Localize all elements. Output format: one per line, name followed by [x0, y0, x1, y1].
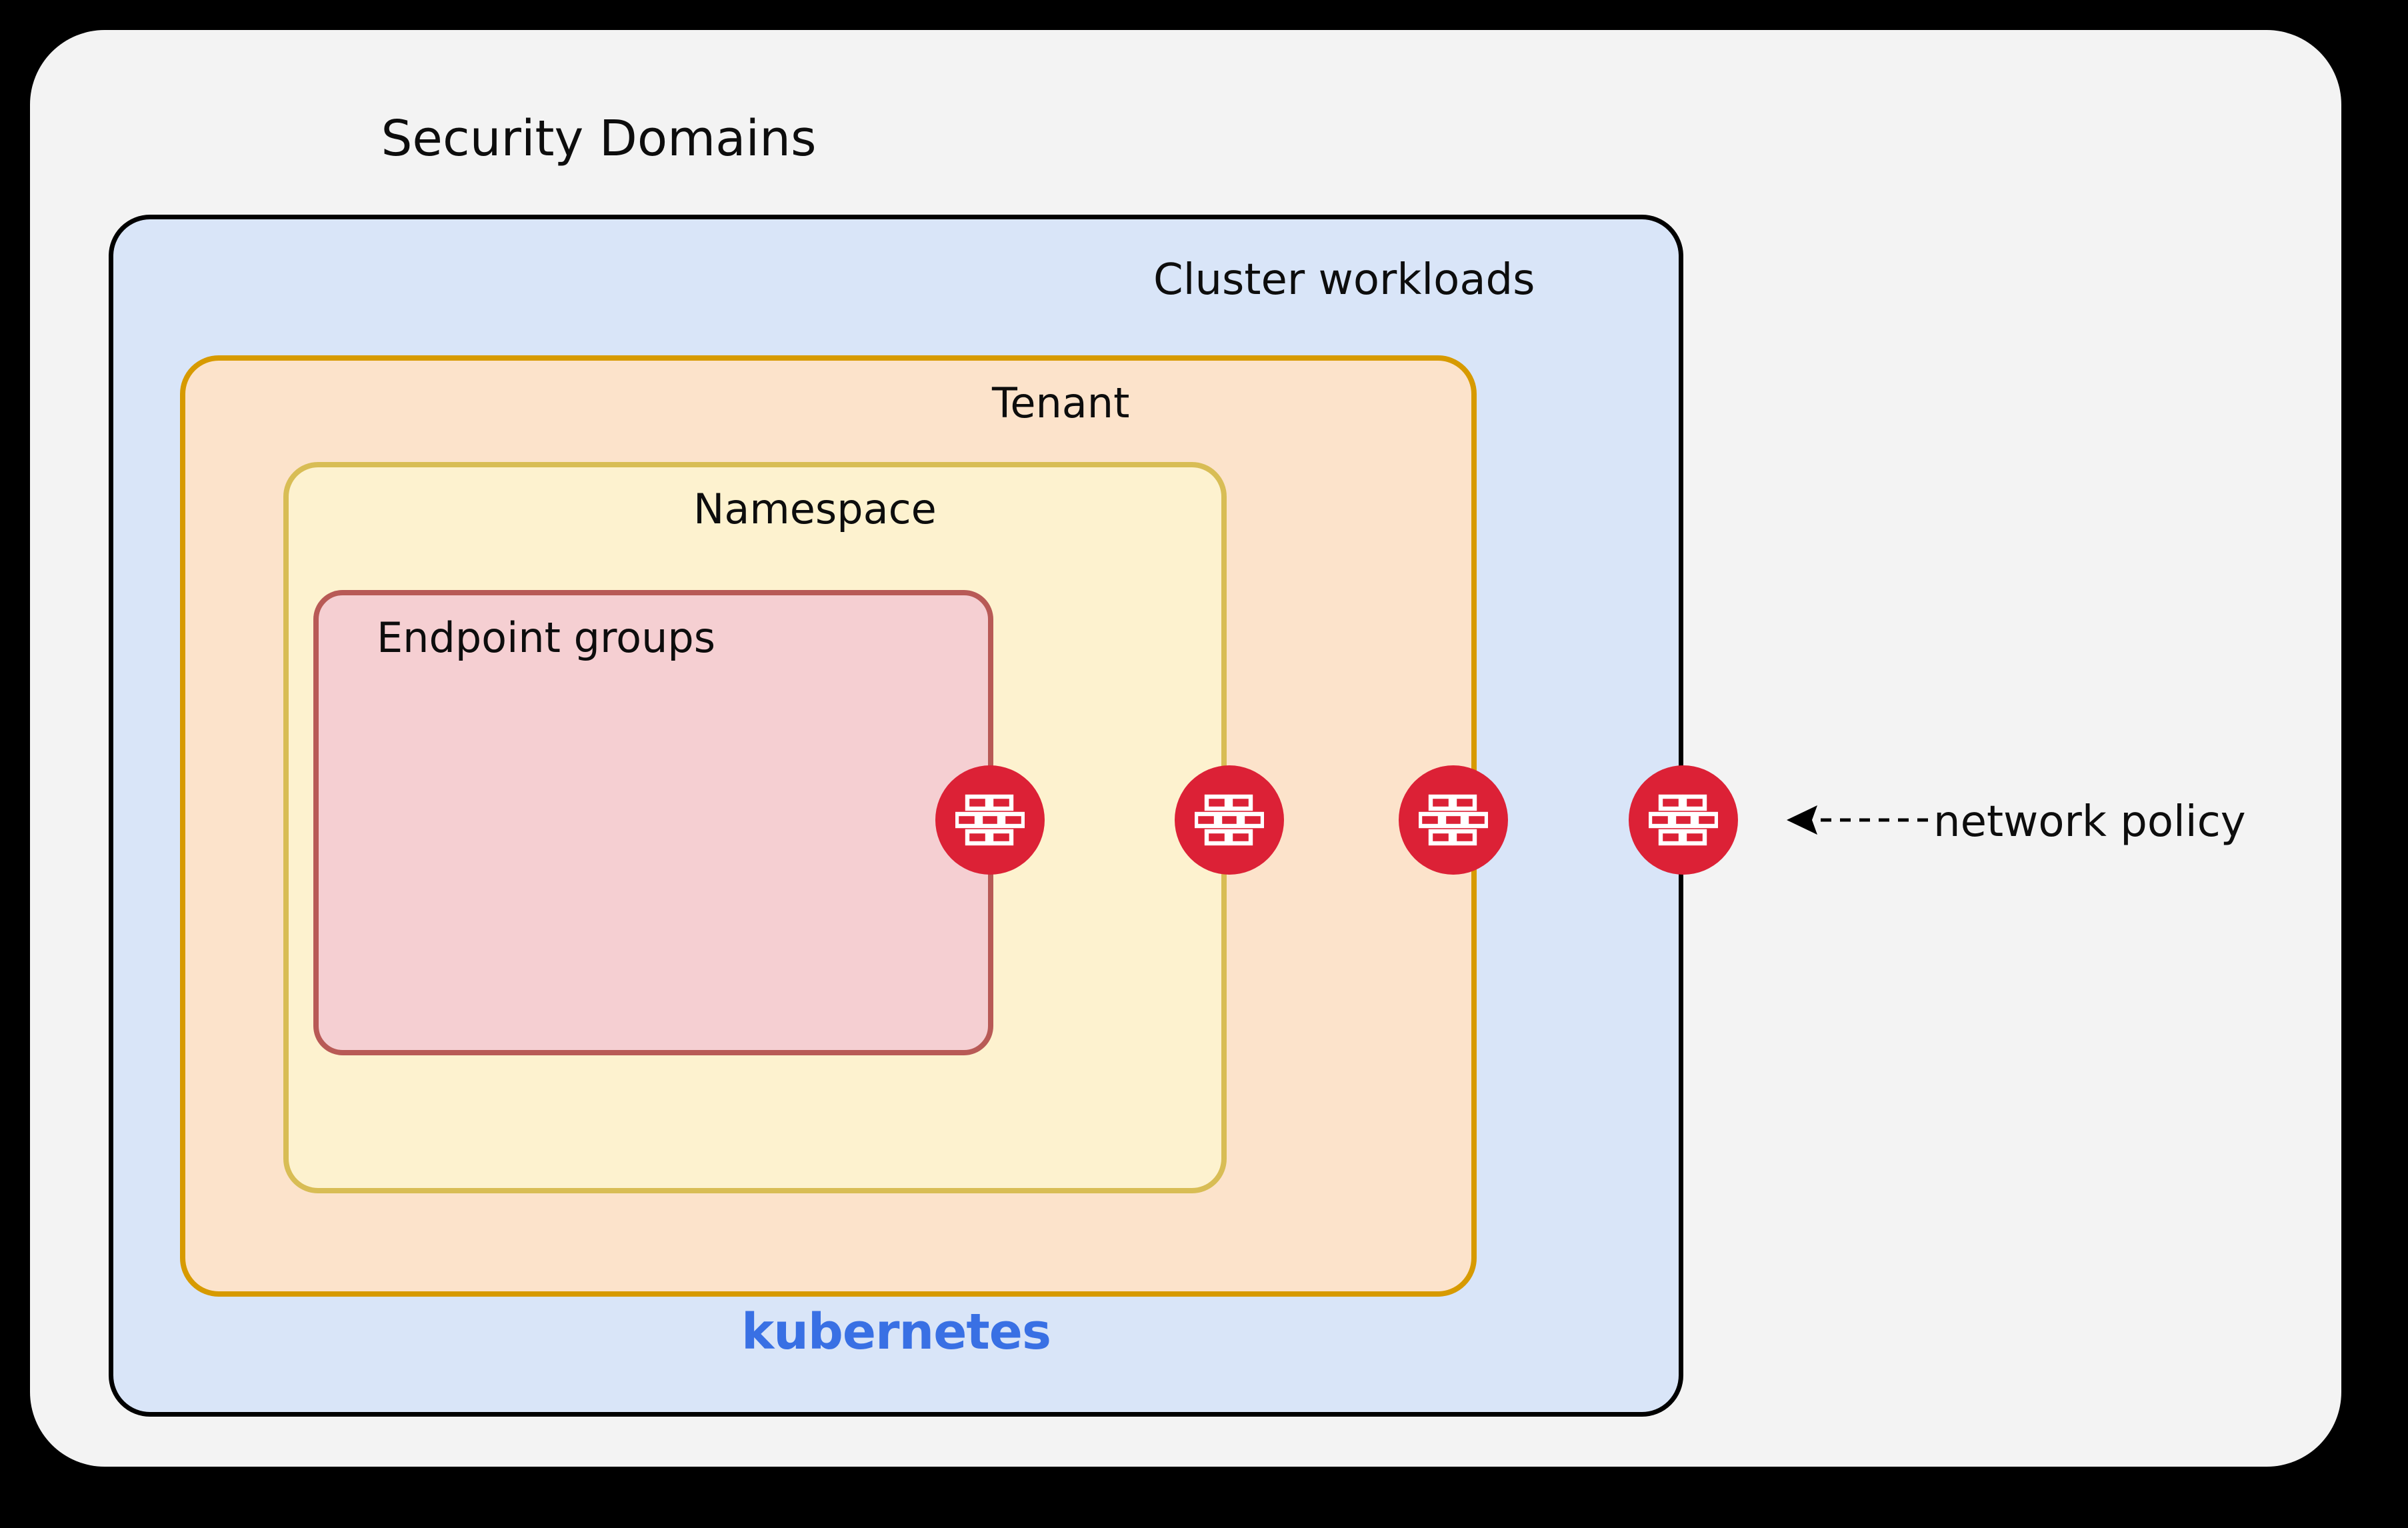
domain-label-namespace: Namespace	[693, 485, 937, 533]
network-policy-label: network policy	[1933, 797, 2246, 847]
firewall-brick-wall-icon	[955, 794, 1025, 846]
domain-label-tenant: Tenant	[992, 379, 1130, 427]
firewall-brick-wall-icon	[1419, 794, 1488, 846]
network-policy-arrow-icon	[1787, 805, 1928, 835]
firewall-icon-tenant-boundary[interactable]	[1399, 765, 1508, 875]
firewall-brick-wall-icon	[1195, 794, 1264, 846]
kubernetes-brand-label: kubernetes	[741, 1303, 1051, 1361]
domain-label-endpoint-groups: Endpoint groups	[377, 613, 716, 662]
domain-box-endpoint-groups	[313, 590, 993, 1055]
diagram-title: Security Domains	[381, 110, 817, 167]
firewall-icon-endpoint-boundary[interactable]	[935, 765, 1045, 875]
firewall-brick-wall-icon	[1649, 794, 1718, 846]
firewall-icon-namespace-boundary[interactable]	[1175, 765, 1284, 875]
firewall-icon-cluster-boundary[interactable]	[1629, 765, 1738, 875]
domain-label-cluster-workloads: Cluster workloads	[1153, 255, 1535, 305]
